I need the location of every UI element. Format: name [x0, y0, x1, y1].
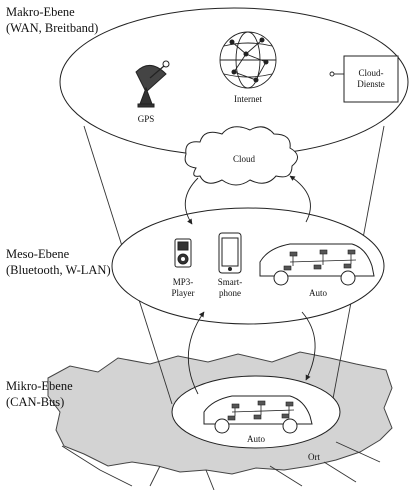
meso-title: Meso-Ebene: [6, 247, 70, 261]
makro-title: Makro-Ebene: [6, 5, 75, 19]
cloud-shape: [184, 126, 298, 186]
makro-subtitle: (WAN, Breitband): [6, 21, 98, 35]
mikro-title: Mikro-Ebene: [6, 379, 73, 393]
gps-label: GPS: [138, 114, 155, 124]
satellite-dish-icon: [135, 60, 170, 108]
cloud-services-box: [343, 55, 399, 103]
smartphone-icon: [218, 232, 242, 274]
car-icon: [203, 395, 313, 434]
cloud-services-label-line1: Cloud-: [358, 68, 383, 78]
mp3-player-icon: [174, 238, 192, 268]
arrow-cloud-to-meso: [184, 177, 199, 225]
meso-ellipse: [111, 207, 385, 325]
road-lines: [61, 441, 381, 490]
globe-icon: [219, 31, 277, 89]
meso-subtitle: (Bluetooth, W-LAN): [6, 263, 111, 277]
mp3-label-line1: MP3-: [173, 277, 194, 287]
smartphone-label-line1: Smart-: [218, 277, 243, 287]
meso-car-label: Auto: [309, 288, 328, 298]
arrow-mikro-to-meso: [187, 311, 205, 395]
arrow-meso-to-cloud: [289, 175, 311, 223]
cloud-services-label-line2: Dienste: [357, 79, 385, 89]
arrow-meso-to-mikro: [301, 311, 316, 381]
cloud-label: Cloud: [233, 154, 256, 164]
car-icon: [259, 243, 375, 286]
location-label: Ort: [308, 452, 320, 462]
mikro-car-label: Auto: [247, 434, 266, 444]
internet-label: Internet: [234, 94, 262, 104]
smartphone-label-line2: phone: [219, 288, 241, 298]
mikro-subtitle: (CAN-Bus): [6, 395, 64, 409]
mp3-label-line2: Player: [172, 288, 195, 298]
